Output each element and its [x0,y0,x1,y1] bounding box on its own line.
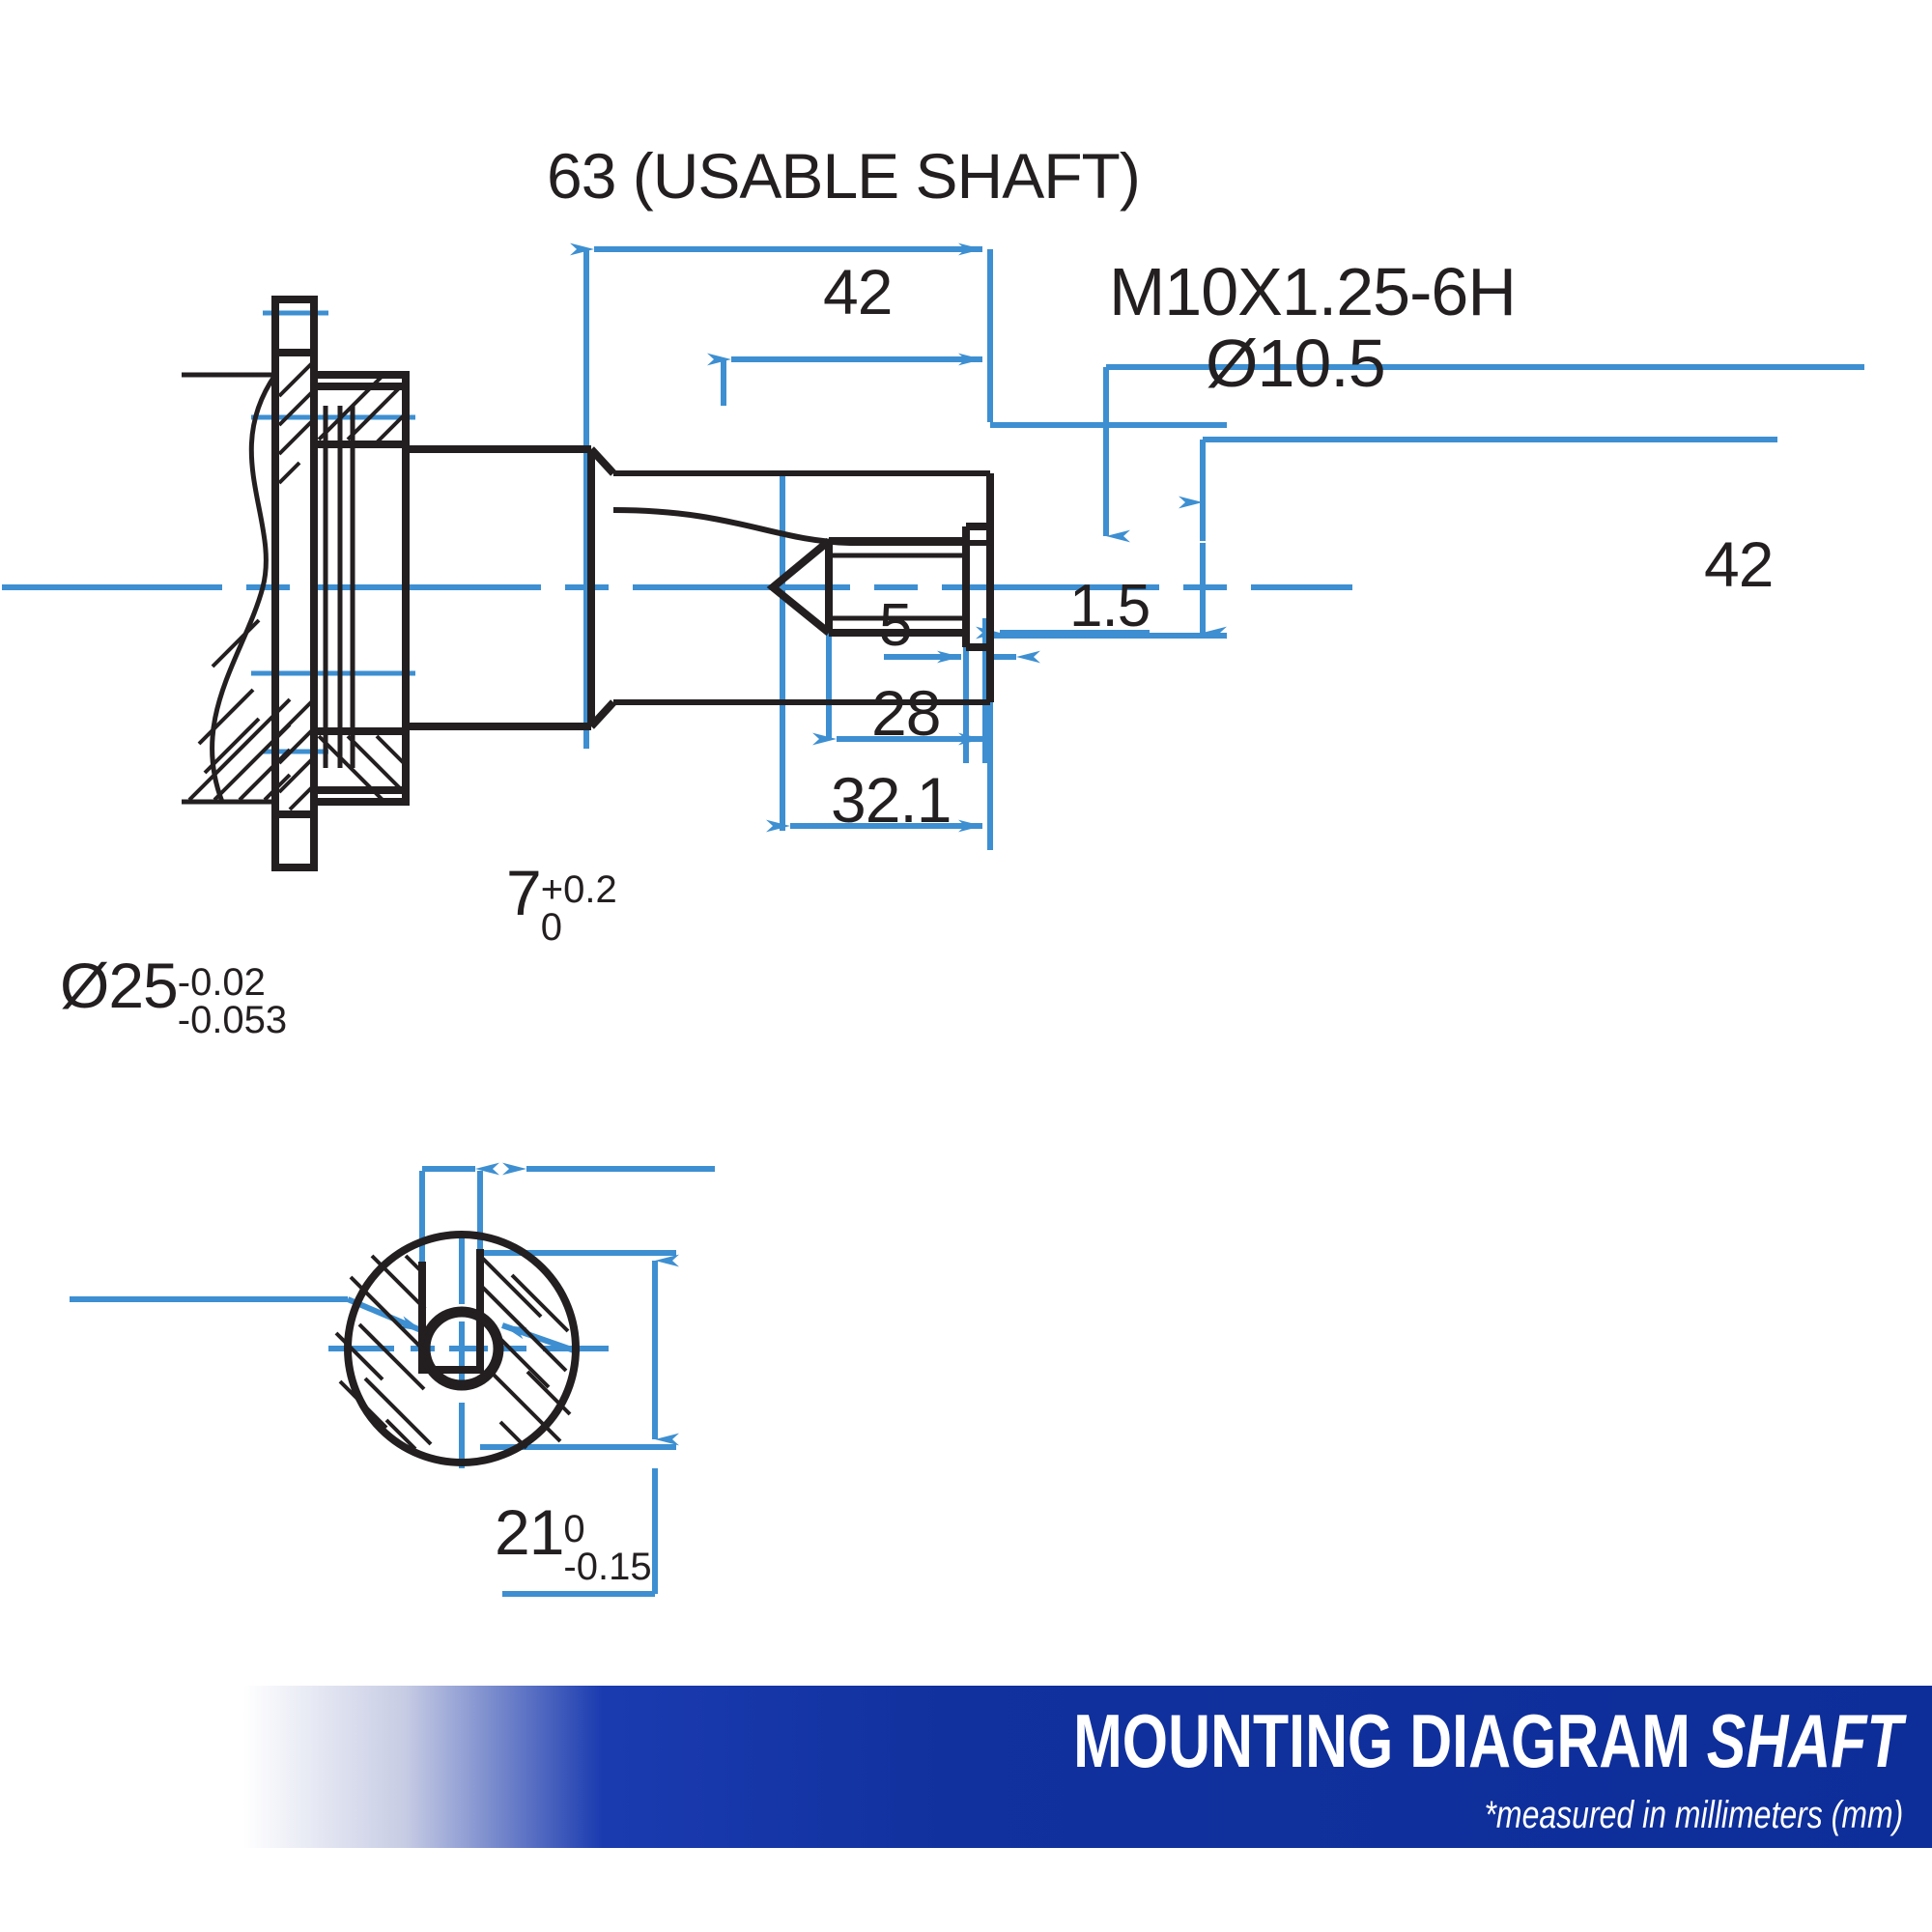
keyway-depth-upper-tol: 0 [563,1508,585,1551]
section-bore [419,1306,504,1391]
section-keyway [418,1249,484,1374]
dim-label-overall-32_1: 32.1 [831,764,952,836]
shaft-diameter-basic: Ø25 [60,950,179,1021]
dim-63-usable-shaft [570,242,993,749]
shaft-main-body [406,445,616,730]
tapped-bore [766,523,994,651]
dim-label-usable-shaft: 63 (USABLE SHAFT) [547,140,1141,212]
keyway-depth-lower-tol: -0.15 [563,1545,652,1588]
keyway-width-upper-tol: +0.2 [540,868,617,912]
dim-label-keyway-width: 7 +0.2 0 [506,856,617,948]
pilot-housing [314,371,410,806]
section-outer-circle [344,1231,580,1466]
shaft-reduced [612,470,990,705]
banner-title-regular: MOUNTING DIAGRAM [1073,1698,1708,1783]
leader-tap-drill [1179,437,1777,639]
section-hatch [334,1254,572,1451]
dim-label-bore-42: 42 [1704,528,1774,600]
title-banner: MOUNTING DIAGRAM SHAFT *measured in mill… [135,1686,1932,1848]
keyway-depth-basic: 21 [495,1496,564,1568]
keyway-width-basic: 7 [506,857,542,928]
flange-plate [271,296,318,871]
dim-label-thread-depth-28: 28 [871,677,941,749]
hatch-flange [277,361,314,811]
shaft-diameter-upper-tol: -0.02 [177,961,266,1005]
dim-label-undercut-5: 5 [879,592,912,659]
callout-label-tap-drill: Ø10.5 [1206,326,1386,401]
dim-label-42-shaft: 42 [823,256,893,327]
banner-subtitle: *measured in millimeters (mm) [1484,1794,1903,1836]
thread-crest-lines [831,553,966,621]
keyway-width-lower-tol: 0 [540,905,562,949]
dim-label-keyway-depth: 21 0 -0.15 [495,1495,652,1587]
bearing-seat-lines [323,406,355,768]
callout-label-thread-spec: M10X1.25-6H [1109,254,1517,329]
motor-body-break [182,372,278,805]
banner-title-italic: SHAFT [1707,1698,1903,1783]
banner-title: MOUNTING DIAGRAM SHAFT [1074,1697,1903,1785]
dim-label-chamfer-1_5: 1.5 [1069,573,1151,639]
dim-42-shaft [707,353,982,406]
shaft-diameter-lower-tol: -0.053 [177,998,288,1041]
dim-label-shaft-diameter: Ø25 -0.02 -0.053 [60,949,287,1040]
